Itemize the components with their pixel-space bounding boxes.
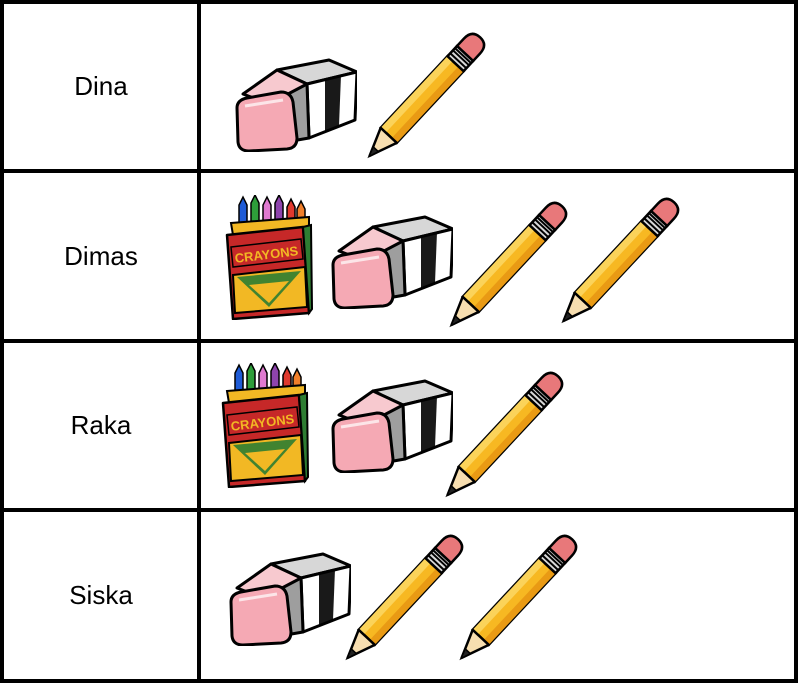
crayon-box-icon xyxy=(221,195,313,320)
pencil-icon xyxy=(555,183,695,328)
row-name-dimas: Dimas xyxy=(64,240,138,271)
pencil-icon xyxy=(361,18,501,163)
row-items-dimas xyxy=(201,173,795,339)
table-row-divider xyxy=(0,169,798,173)
row-name-dina: Dina xyxy=(74,71,128,101)
row-items-raka xyxy=(201,343,795,508)
pencil-icon xyxy=(453,520,593,665)
eraser-icon xyxy=(325,373,453,473)
row-name-siska: Siska xyxy=(69,580,133,610)
table-row-divider xyxy=(0,508,798,512)
eraser-icon xyxy=(229,52,357,152)
pencil-icon xyxy=(439,357,579,502)
row-items-dina xyxy=(201,4,795,169)
table-column-divider xyxy=(197,0,201,683)
table-border-bottom xyxy=(0,679,798,683)
table-row-divider xyxy=(0,339,798,343)
row-items-siska xyxy=(201,512,795,679)
crayon-box-icon xyxy=(217,363,309,488)
eraser-icon xyxy=(223,546,351,646)
row-name-raka: Raka xyxy=(70,410,132,440)
table-border-top xyxy=(0,0,798,4)
table-border-left xyxy=(0,0,4,683)
eraser-icon xyxy=(325,209,453,309)
table-border-right xyxy=(794,0,798,683)
